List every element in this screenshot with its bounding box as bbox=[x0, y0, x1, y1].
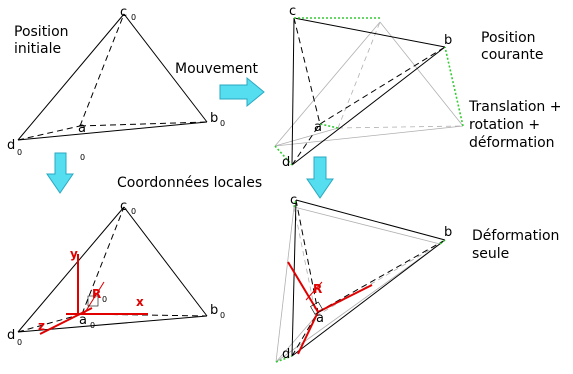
vertex-b-label: b bbox=[444, 33, 452, 48]
axis-r-label: R bbox=[313, 282, 322, 296]
vertex-c-def-label: c bbox=[290, 193, 297, 208]
svg-text:0: 0 bbox=[220, 311, 225, 320]
svg-text:0: 0 bbox=[131, 13, 136, 22]
label-translation-2: rotation + bbox=[469, 117, 540, 133]
label-deformation-seule-2: seule bbox=[472, 246, 509, 262]
vertex-a-def-label: a bbox=[316, 311, 324, 326]
axis-r0-label: R bbox=[92, 287, 101, 301]
svg-text:0: 0 bbox=[80, 153, 85, 162]
vertex-c-label: c bbox=[289, 4, 296, 19]
vertex-d0-local-label: d bbox=[7, 328, 15, 343]
svg-text:0: 0 bbox=[17, 338, 22, 347]
vertex-c0-label: c bbox=[120, 5, 127, 20]
label-position-courante-1: Position bbox=[481, 30, 536, 46]
arrow-down-right-icon bbox=[306, 156, 334, 199]
axis-y-label: y bbox=[70, 247, 78, 261]
svg-text:0: 0 bbox=[90, 321, 95, 330]
panel-current: c b a d bbox=[274, 4, 464, 170]
arrow-down-left-icon bbox=[46, 152, 74, 194]
svg-text:0: 0 bbox=[220, 119, 225, 128]
axis-x-label: x bbox=[136, 295, 144, 309]
label-deformation-seule-1: Déformation bbox=[472, 228, 559, 244]
svg-text:0: 0 bbox=[131, 207, 136, 216]
label-coordonnees-locales: Coordonnées locales bbox=[117, 175, 262, 191]
label-translation-3: déformation bbox=[469, 135, 555, 151]
panel-local: y x z R 0 c 0 b 0 d 0 a 0 bbox=[7, 199, 225, 347]
axis-z-label: z bbox=[38, 319, 45, 333]
svg-text:0: 0 bbox=[102, 295, 107, 304]
label-mouvement: Mouvement bbox=[175, 61, 259, 77]
label-position-courante-2: courante bbox=[481, 47, 543, 63]
label-position-initiale-2: initiale bbox=[14, 41, 61, 57]
vertex-b0-label: b bbox=[210, 111, 218, 126]
arrow-right-icon bbox=[219, 76, 265, 108]
vertex-a0-local-label: a bbox=[79, 313, 87, 328]
vertex-a0-label: a bbox=[78, 121, 86, 136]
vertex-c0-local-label: c bbox=[120, 199, 127, 214]
vertex-d-def-label: d bbox=[282, 347, 290, 362]
vertex-b0-local-label: b bbox=[210, 303, 218, 318]
vertex-d0-label: d bbox=[7, 138, 15, 153]
label-translation-1: Translation + bbox=[468, 99, 561, 115]
vertex-d-label: d bbox=[282, 155, 290, 170]
vertex-a-label: a bbox=[314, 120, 322, 135]
svg-text:0: 0 bbox=[17, 148, 22, 157]
panel-deformation: R c b a d bbox=[275, 193, 452, 363]
label-position-initiale-1: Position bbox=[14, 24, 69, 40]
vertex-b-def-label: b bbox=[444, 225, 452, 240]
panel-initial: c 0 b 0 d 0 a 0 bbox=[7, 5, 225, 162]
